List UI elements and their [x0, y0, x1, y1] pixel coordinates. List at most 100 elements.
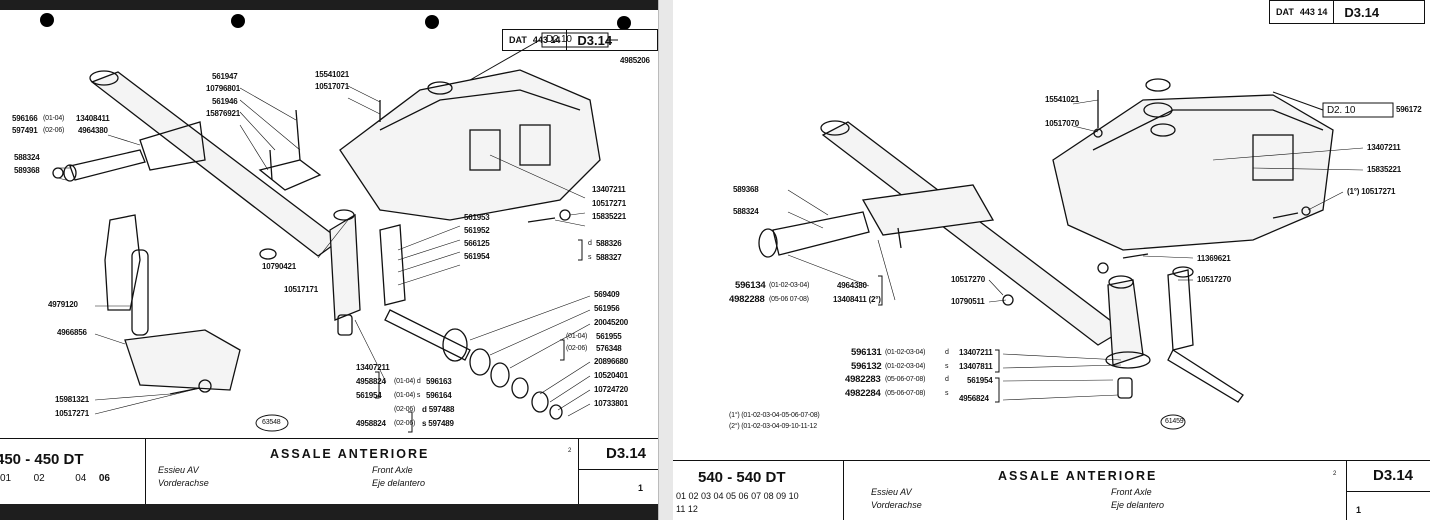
part-label: 10517271: [55, 409, 89, 418]
part-label: 15876921: [206, 109, 240, 118]
variant-label: (05-06-07-08): [885, 376, 926, 383]
version-item: 01: [0, 473, 12, 484]
part-label: 576348: [596, 344, 622, 353]
part-label: 15541021: [315, 70, 349, 79]
part-label: 561954: [967, 376, 993, 385]
punch-hole: [231, 14, 245, 28]
dat-number: 443 14: [532, 35, 561, 45]
punch-hole: [617, 16, 631, 30]
part-label: 15541021: [1045, 95, 1079, 104]
part-label: 13407811: [959, 362, 993, 371]
drawing-stamp: 61459: [1165, 418, 1184, 425]
variant-label: (01-04): [43, 115, 65, 122]
part-label: 596164: [426, 391, 452, 400]
part-label: 588327: [596, 253, 622, 262]
part-label: 20045200: [594, 318, 628, 327]
part-label: 10790421: [262, 262, 296, 271]
version-list: 01 02 03 04 05 06 07 08 09 10: [676, 491, 799, 501]
sheet-superscript: 2: [568, 448, 572, 454]
part-label: 4964380: [78, 126, 108, 135]
part-label: 4979120: [48, 300, 78, 309]
part-label: 596132: [851, 361, 882, 372]
part-label: 597491: [12, 126, 38, 135]
variant-label: s: [945, 363, 949, 370]
part-label: 561955: [596, 332, 622, 341]
part-label: 588326: [596, 239, 622, 248]
part-label: 10796801: [206, 84, 240, 93]
sheet-code: D3.14: [566, 30, 622, 50]
part-label: 561954: [356, 391, 382, 400]
part-label: 20896680: [594, 357, 628, 366]
title-en: Front Axle: [1111, 487, 1152, 497]
dat-label: DAT: [1276, 7, 1294, 17]
title-fr: Essieu AV: [158, 465, 199, 475]
variant-label: (02-06): [394, 420, 416, 427]
punch-hole: [40, 13, 54, 27]
variant-label: (02-06): [43, 127, 65, 134]
part-label: 10724720: [594, 385, 628, 394]
dat-box: DAT 443 14 D3.14: [1269, 0, 1425, 24]
part-label: 596166: [12, 114, 38, 123]
part-label: 588324: [733, 207, 759, 216]
part-label: 10517271: [592, 199, 626, 208]
part-label: 561947: [212, 72, 238, 81]
dat-label: DAT: [509, 35, 527, 45]
window-bottom-bar: [0, 504, 660, 520]
part-label: 4966856: [57, 328, 87, 337]
punch-hole: [425, 15, 439, 29]
variant-label: (01-04) s: [394, 392, 421, 399]
part-label: 13407211: [592, 185, 626, 194]
footer-code: D3.14: [1373, 467, 1414, 484]
variant-label: (01-02-03-04): [885, 363, 926, 370]
version-item: 04: [75, 473, 87, 484]
variant-label: d: [945, 349, 949, 356]
variant-label: (02-06): [566, 345, 588, 352]
part-label: 4956824: [959, 394, 989, 403]
dat-box: DAT 443 14 D3.14: [502, 29, 658, 51]
footnote: (1°) (01-02-03-04-05-06-07-08): [729, 412, 820, 419]
part-label: 10790511: [951, 297, 985, 306]
title-en: Front Axle: [372, 465, 413, 475]
part-label: 10517071: [315, 82, 349, 91]
part-label: 10517270: [951, 275, 985, 284]
part-label: 589368: [733, 185, 759, 194]
variant-label: (05-06-07-08): [885, 390, 926, 397]
part-label: 596131: [851, 347, 882, 358]
page-divider: [658, 0, 673, 520]
page-number: 1: [638, 483, 644, 493]
part-label: 10517070: [1045, 119, 1079, 128]
part-label: 569409: [594, 290, 620, 299]
part-label: 561946: [212, 97, 238, 106]
page-number: 1: [1356, 505, 1362, 515]
part-label: 4982283: [845, 374, 881, 385]
window-top-bar: [0, 0, 660, 10]
model-name: 450 - 450 DT: [0, 451, 84, 468]
version-item: 06: [98, 473, 110, 484]
part-label: (1°) 10517271: [1347, 187, 1396, 196]
part-label: 561953: [464, 213, 490, 222]
right-catalog-page: DAT 443 14 D3.14: [673, 0, 1430, 520]
part-label: 588324: [14, 153, 40, 162]
sheet-superscript: 2: [1333, 471, 1337, 477]
part-label: s 597489: [422, 419, 454, 428]
part-label: 4982288: [729, 294, 765, 305]
variant-label: (01-02-03-04): [885, 349, 926, 356]
part-label: 4982284: [845, 388, 881, 399]
ref-part-label: 596172: [1396, 105, 1422, 114]
part-label: 10517270: [1197, 275, 1231, 284]
variant-label: s: [945, 390, 949, 397]
part-label: d 597488: [422, 405, 455, 414]
axle-exploded-drawing: [52, 32, 618, 433]
part-label: 15981321: [55, 395, 89, 404]
variant-label: d: [588, 240, 592, 247]
variant-label: (01-02-03-04): [769, 282, 810, 289]
variant-label: (05-06 07-08): [769, 296, 809, 303]
part-label: 13408411: [76, 114, 110, 123]
dat-number: 443 14: [1299, 7, 1328, 17]
part-label: 11369621: [1197, 254, 1231, 263]
part-label: 4958824: [356, 377, 386, 386]
part-label: 10517171: [284, 285, 318, 294]
part-label: 13407211: [1367, 143, 1401, 152]
drawing-stamp: 63548: [262, 419, 281, 426]
title-de: Vorderachse: [871, 500, 922, 510]
